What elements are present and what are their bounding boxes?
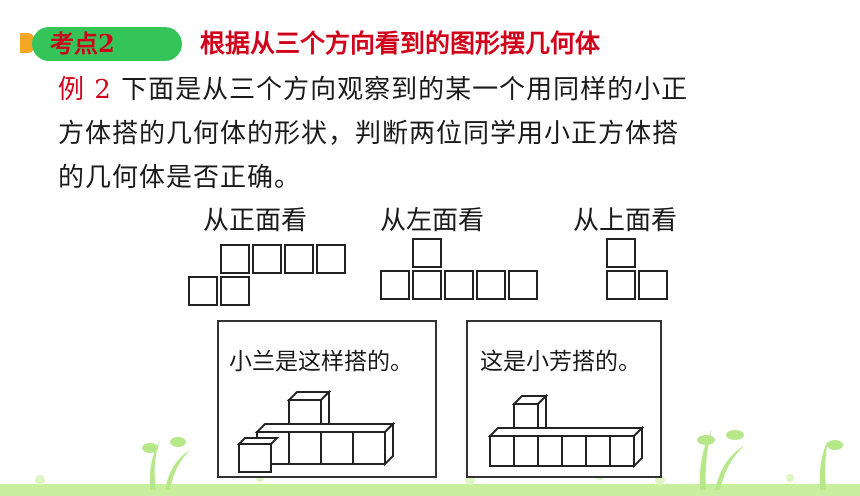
left-view-diagram bbox=[380, 238, 544, 304]
left-view-label: 从左面看 bbox=[380, 206, 485, 236]
front-view-diagram bbox=[188, 244, 352, 310]
top-view-diagram bbox=[606, 238, 672, 304]
problem-line-2: 方体搭的几何体的形状，判断两位同学用小正方体搭 bbox=[58, 119, 680, 149]
example-label: 例 2 bbox=[58, 75, 112, 105]
topic-title: 根据从三个方向看到的图形摆几何体 bbox=[200, 29, 601, 58]
problem-line-3: 的几何体是否正确。 bbox=[58, 163, 302, 193]
top-view-label: 从上面看 bbox=[573, 206, 678, 236]
xiaolan-cube-model bbox=[237, 389, 396, 473]
problem-line-1-text: 下面是从三个方向观察到的某一个用同样的小正 bbox=[121, 75, 689, 105]
xiaolan-caption: 小兰是这样搭的。 bbox=[229, 349, 413, 375]
problem-line-1: 例 2 下面是从三个方向观察到的某一个用同样的小正 bbox=[58, 68, 838, 112]
xiaofang-caption: 这是小芳搭的。 bbox=[480, 349, 641, 375]
badge-pill bbox=[32, 27, 182, 61]
flag-icon bbox=[20, 33, 34, 53]
problem-text: 例 2 下面是从三个方向观察到的某一个用同样的小正 方体搭的几何体的形状，判断两… bbox=[58, 68, 838, 200]
topic-badge: 考点2 bbox=[20, 27, 182, 61]
badge-label: 考点2 bbox=[50, 29, 115, 58]
xiaofang-cube-model bbox=[487, 393, 645, 469]
xiaolan-panel: 小兰是这样搭的。 bbox=[217, 320, 437, 478]
xiaofang-panel: 这是小芳搭的。 bbox=[466, 320, 662, 478]
front-view-label: 从正面看 bbox=[203, 206, 308, 236]
